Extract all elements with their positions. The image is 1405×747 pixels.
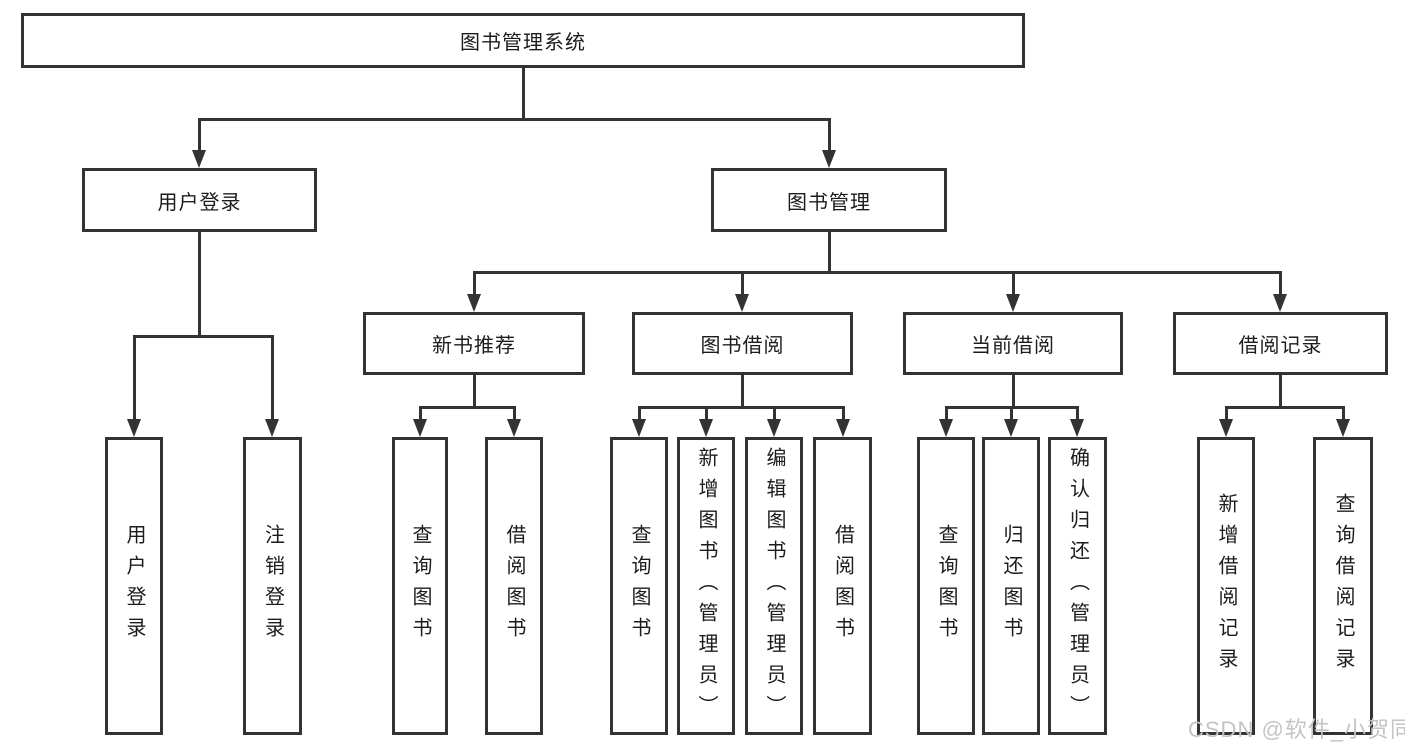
connector-line [197, 117, 831, 121]
connector-line [197, 230, 201, 338]
connector-arrow-stem [704, 405, 708, 425]
node-query-books-recommend: 查询图书 [392, 437, 448, 735]
node-user-login-leaf: 用户登录 [105, 437, 163, 735]
node-new-book-recommend: 新书推荐 [363, 312, 585, 375]
connector-arrow-stem [1341, 405, 1345, 425]
connector-arrow-stem [1224, 405, 1228, 425]
node-logout: 注销登录 [243, 437, 302, 735]
node-edit-books-admin: 编辑图书（管理员） [745, 437, 803, 735]
connector-arrow-stem [1278, 270, 1282, 300]
node-book-management: 图书管理 [711, 168, 947, 232]
connector-arrow-stem [1075, 405, 1079, 425]
arrowhead-down-icon [1336, 419, 1350, 437]
node-borrow-records: 借阅记录 [1173, 312, 1388, 375]
connector-line [1011, 373, 1015, 409]
node-query-books-current: 查询图书 [917, 437, 975, 735]
connector-arrow-stem [197, 117, 201, 156]
connector-arrow-stem [418, 405, 422, 425]
arrowhead-down-icon [699, 419, 713, 437]
arrowhead-down-icon [192, 150, 206, 168]
node-book-borrowing: 图书借阅 [632, 312, 853, 375]
node-borrow-books-borrowing: 借阅图书 [813, 437, 872, 735]
connector-arrow-stem [270, 334, 274, 425]
arrowhead-down-icon [735, 294, 749, 312]
arrowhead-down-icon [467, 294, 481, 312]
connector-arrow-stem [827, 117, 831, 156]
node-confirm-return-admin: 确认归还（管理员） [1048, 437, 1107, 735]
arrowhead-down-icon [127, 419, 141, 437]
node-library-system: 图书管理系统 [21, 13, 1025, 68]
connector-arrow-stem [637, 405, 641, 425]
connector-line [1278, 373, 1282, 409]
arrowhead-down-icon [939, 419, 953, 437]
connector-arrow-stem [512, 405, 516, 425]
connector-line [1224, 405, 1345, 409]
connector-line [418, 405, 516, 409]
arrowhead-down-icon [1004, 419, 1018, 437]
arrowhead-down-icon [507, 419, 521, 437]
arrowhead-down-icon [265, 419, 279, 437]
arrowhead-down-icon [1273, 294, 1287, 312]
connector-arrow-stem [772, 405, 776, 425]
node-add-books-admin: 新增图书（管理员） [677, 437, 735, 735]
connector-line [827, 230, 831, 274]
connector-arrow-stem [132, 334, 136, 425]
connector-line [472, 270, 1282, 274]
arrowhead-down-icon [1219, 419, 1233, 437]
node-user-login: 用户登录 [82, 168, 317, 232]
connector-line [521, 66, 525, 121]
connector-arrow-stem [1009, 405, 1013, 425]
arrowhead-down-icon [822, 150, 836, 168]
connector-arrow-stem [472, 270, 476, 300]
connector-arrow-stem [740, 270, 744, 300]
connector-arrow-stem [1011, 270, 1015, 300]
node-add-borrow-record: 新增借阅记录 [1197, 437, 1255, 735]
node-query-books-borrowing: 查询图书 [610, 437, 668, 735]
connector-line [472, 373, 476, 409]
arrowhead-down-icon [632, 419, 646, 437]
arrowhead-down-icon [1070, 419, 1084, 437]
arrowhead-down-icon [413, 419, 427, 437]
arrowhead-down-icon [836, 419, 850, 437]
arrowhead-down-icon [1006, 294, 1020, 312]
connector-arrow-stem [944, 405, 948, 425]
watermark-text: CSDN @软件_小贺同学 [1188, 717, 1405, 742]
connector-line [132, 334, 274, 338]
node-current-borrowing: 当前借阅 [903, 312, 1123, 375]
node-return-books: 归还图书 [982, 437, 1040, 735]
connector-arrow-stem [841, 405, 845, 425]
node-borrow-books-recommend: 借阅图书 [485, 437, 543, 735]
node-query-borrow-record: 查询借阅记录 [1313, 437, 1373, 735]
arrowhead-down-icon [767, 419, 781, 437]
connector-line [740, 373, 744, 409]
